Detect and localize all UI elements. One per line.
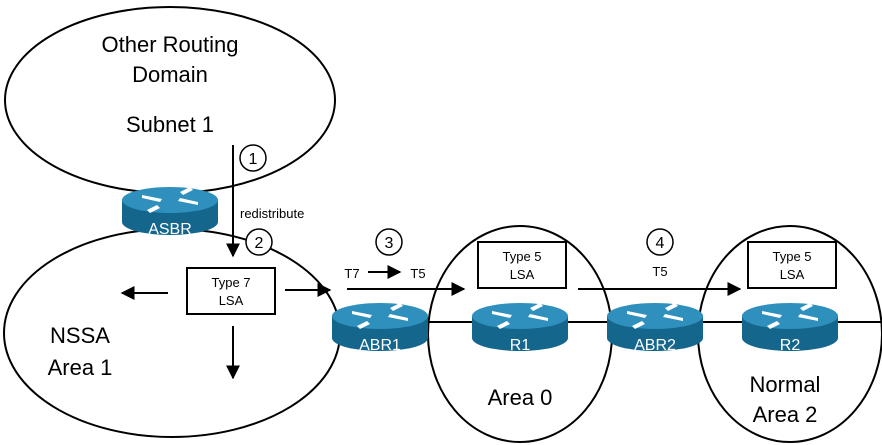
abr2-router: ABR2 (607, 303, 703, 354)
step-2-circle (245, 228, 273, 256)
r2-label: R2 (780, 337, 801, 354)
r2-router: R2 (742, 303, 838, 354)
area2-label: Area 2 (753, 402, 818, 427)
r2-lsa-line2: LSA (780, 267, 805, 282)
step-1-number: 1 (249, 151, 258, 168)
step-2-number: 2 (255, 235, 264, 252)
r1-label: R1 (510, 337, 531, 354)
other-routing-domain-word: Domain (132, 62, 208, 87)
r1-router: R1 (472, 303, 568, 354)
step-3-circle (375, 228, 403, 256)
t7-label: T7 (344, 266, 359, 281)
asbr-label: ASBR (148, 221, 192, 238)
subnet-label: Subnet 1 (126, 112, 214, 137)
type7-lsa-line2: LSA (219, 293, 244, 308)
normal-label: Normal (750, 372, 821, 397)
step-1-circle (239, 144, 267, 172)
t5-label-step4: T5 (652, 264, 667, 279)
r2-lsa-line1: Type 5 (772, 249, 811, 264)
area1-label: Area 1 (48, 355, 113, 380)
type7-lsa-line1: Type 7 (211, 275, 250, 290)
abr1-router: ABR1 (332, 303, 428, 354)
step-3-number: 3 (385, 235, 394, 252)
asbr-router: ASBR (122, 187, 218, 238)
r1-type5-lsa-box (477, 241, 567, 289)
nssa-label: NSSA (50, 323, 110, 348)
abr2-label: ABR2 (634, 337, 676, 354)
redistribute-label: redistribute (240, 206, 304, 221)
step-4-number: 4 (656, 235, 665, 252)
r1-lsa-line2: LSA (510, 267, 535, 282)
r1-lsa-line1: Type 5 (502, 249, 541, 264)
r2-type5-lsa-box (747, 241, 837, 289)
abr1-label: ABR1 (359, 337, 401, 354)
other-routing-title: Other Routing (102, 32, 239, 57)
step-4-circle (646, 228, 674, 256)
t5-label-step3: T5 (410, 266, 425, 281)
type7-lsa-box (186, 267, 276, 315)
area0-label: Area 0 (488, 385, 553, 410)
